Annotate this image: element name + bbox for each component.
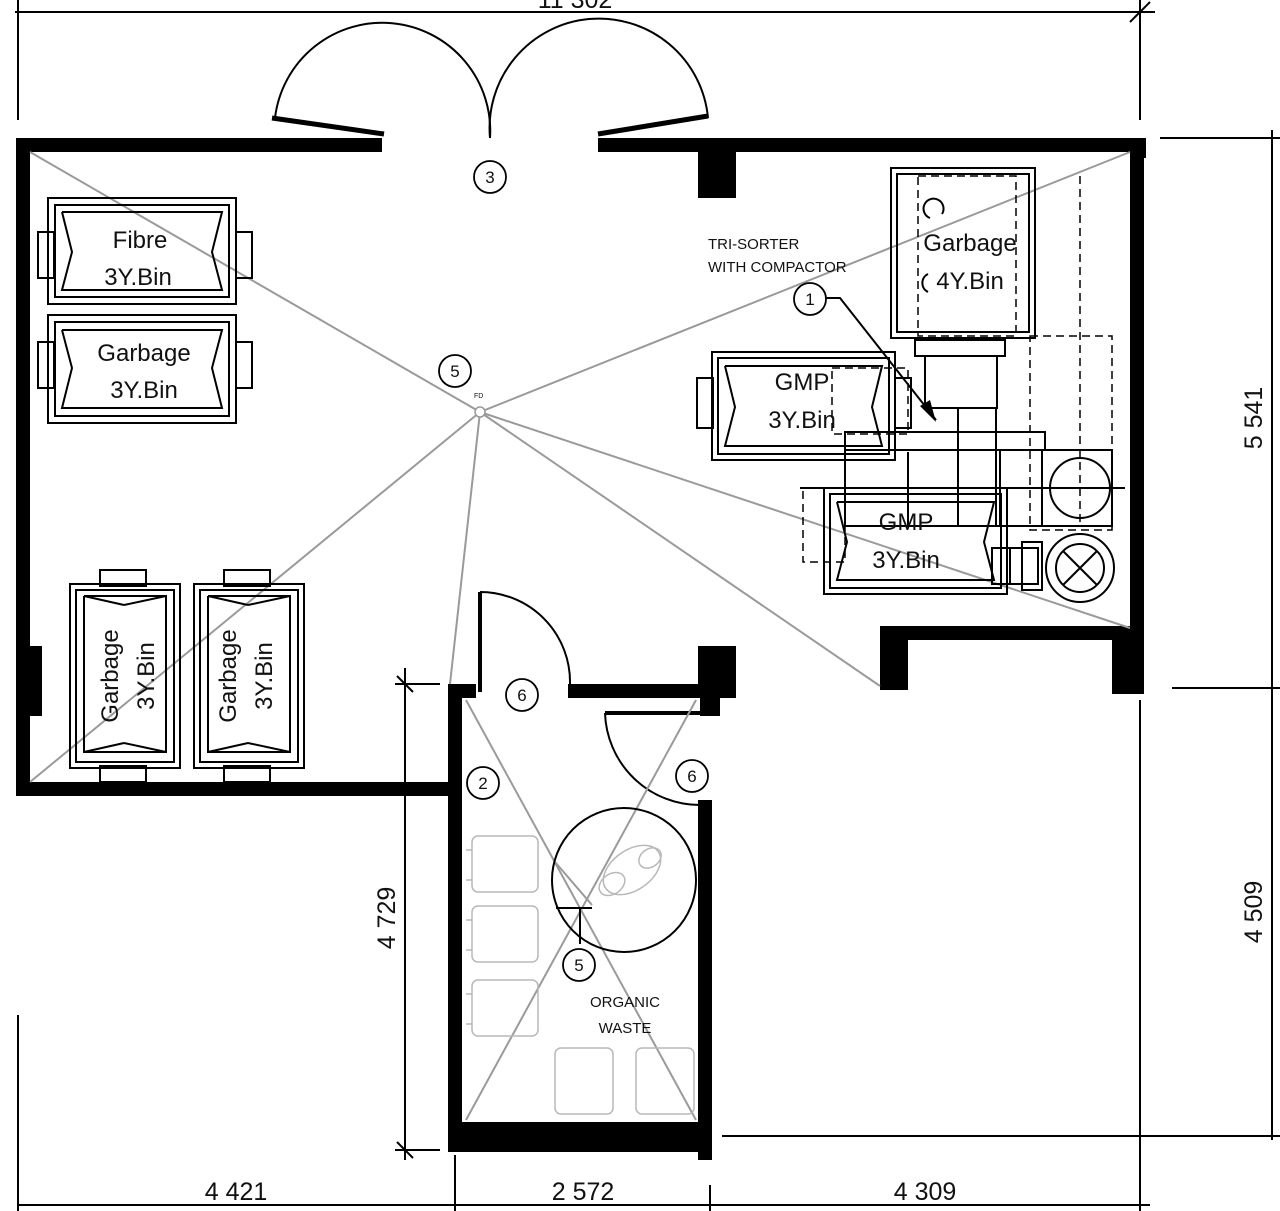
organic-note-line2: WASTE [599,1020,652,1037]
walls [16,138,1146,1160]
bin-garbage-4y-line1: Garbage [923,230,1016,257]
organic-room-door[interactable] [478,591,572,692]
trisorter-note: TRI-SORTER WITH COMPACTOR [708,236,937,422]
tag-5-main: 5 [438,354,472,388]
tag-1: 1 [793,282,827,316]
svg-text:6: 6 [687,767,696,786]
tag-6-right: 6 [675,759,709,793]
bin-garbage-6-line1: Garbage [97,629,124,722]
dim-bottom-mid: 2 572 [552,1178,615,1206]
bin-garbage-2-line2: 3Y.Bin [110,377,178,404]
tag-2: 2 [466,766,500,800]
bin-gmp-1-line1: GMP [775,369,830,396]
organic-waste-carts [466,835,695,1115]
svg-text:1: 1 [805,290,814,309]
bin-garbage-4y-line2: 4Y.Bin [936,268,1004,295]
bin-garbage-left-bottom-2: Garbage 3Y.Bin [193,569,305,783]
svg-text:3: 3 [485,168,494,187]
dim-right-lower: 4 509 [1240,881,1268,944]
svg-text:2: 2 [478,774,487,793]
svg-text:5: 5 [450,362,459,381]
bin-garbage-6-line2: 3Y.Bin [133,642,160,710]
bin-gmp-lower: GMP 3Y.Bin [823,487,1008,595]
floor-drain-icon: FD [474,393,486,418]
dimension-labels: 11 302 5 541 4 509 4 729 4 421 2 572 4 3… [205,0,1268,1206]
tag-3: 3 [473,160,507,194]
svg-text:5: 5 [574,956,583,975]
floor-drain-label: FD [474,393,483,400]
dim-right-upper: 5 541 [1240,387,1268,450]
dim-bottom-left: 4 421 [205,1178,268,1206]
tag-5-organic: 5 [562,948,596,982]
trisorter-note-line2: WITH COMPACTOR [708,259,847,276]
side-door[interactable] [604,711,701,806]
bin-garbage-4y: Garbage 4Y.Bin [890,167,1036,339]
organic-waste-label: ORGANIC WASTE [590,994,660,1037]
svg-text:6: 6 [517,686,526,705]
main-double-door[interactable] [271,17,709,139]
bin-garbage-2-line1: Garbage [97,340,190,367]
dim-left-vertical: 4 729 [373,887,401,950]
bin-gmp-2-line1: GMP [879,509,934,536]
bin-fibre-line2: 3Y.Bin [104,264,172,291]
dim-bottom-right: 4 309 [894,1178,957,1206]
bin-garbage-7-line2: 3Y.Bin [251,642,278,710]
bin-gmp-1-line2: 3Y.Bin [768,407,836,434]
bin-fibre: Fibre 3Y.Bin [37,197,253,305]
tag-6-left: 6 [505,678,539,712]
trisorter-note-line1: TRI-SORTER [708,236,800,253]
bin-garbage-left-bottom-1: Garbage 3Y.Bin [69,569,181,783]
bin-garbage-left-top: Garbage 3Y.Bin [37,314,253,424]
bin-gmp-2-line2: 3Y.Bin [872,547,940,574]
bin-fibre-line1: Fibre [113,227,168,254]
bin-garbage-7-line1: Garbage [215,629,242,722]
dimension-lines [15,0,1280,1211]
wheelchair-turning-circle [551,807,697,953]
organic-note-line1: ORGANIC [590,994,660,1011]
dim-top: 11 302 [538,0,613,14]
